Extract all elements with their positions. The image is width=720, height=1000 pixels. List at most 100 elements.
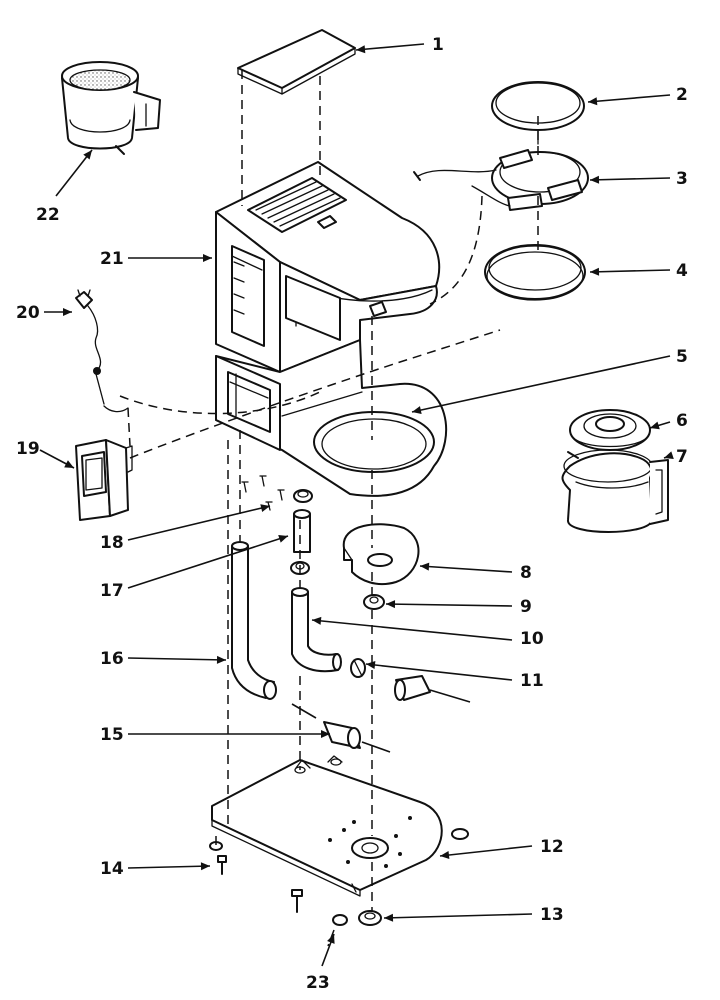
- part-top-lid: [237, 29, 356, 95]
- callout-2: 2: [587, 85, 688, 106]
- callout-1: 1: [355, 35, 444, 55]
- part-carafe: [561, 449, 669, 533]
- callout-arrowhead-9: [386, 600, 396, 609]
- callout-18: 18: [100, 504, 271, 553]
- callout-number-8: 8: [520, 563, 532, 583]
- callout-number-2: 2: [676, 85, 688, 105]
- callout-arrowhead-15: [321, 730, 330, 738]
- callout-arrowhead-14: [200, 862, 210, 871]
- callout-leader-8: [419, 565, 513, 573]
- callout-arrowhead-22: [83, 150, 92, 160]
- part-heater-shield: [342, 523, 420, 586]
- callout-arrowhead-12: [440, 851, 450, 860]
- callout-arrowhead-19: [64, 460, 74, 468]
- callout-arrowhead-6: [650, 421, 660, 430]
- part-elbow-tube: [291, 587, 342, 673]
- part-hose-clamp: [350, 658, 471, 703]
- callout-11: 11: [365, 661, 544, 691]
- callout-arrowhead-3: [590, 175, 600, 184]
- callout-leader-13: [383, 913, 533, 919]
- callout-arrowhead-16: [216, 655, 226, 664]
- part-hot-plate: [484, 244, 586, 301]
- callout-12: 12: [439, 837, 564, 860]
- callout-number-14: 14: [100, 859, 124, 879]
- part-filter-basket: [61, 61, 161, 155]
- callout-arrowhead-17: [278, 534, 288, 543]
- callout-leader-5: [411, 355, 671, 413]
- callout-number-4: 4: [676, 261, 688, 281]
- callout-10: 10: [311, 616, 544, 649]
- callout-22: 22: [36, 149, 93, 225]
- callout-number-22: 22: [36, 205, 60, 225]
- callout-19: 19: [16, 439, 75, 469]
- callout-leader-2: [587, 94, 671, 103]
- callout-14: 14: [100, 859, 211, 879]
- assembly-lines: [119, 70, 539, 947]
- callout-leader-16: [127, 657, 227, 661]
- callout-number-5: 5: [676, 347, 688, 367]
- callout-5: 5: [411, 347, 688, 414]
- part-base-plate: [211, 755, 469, 897]
- callout-4: 4: [589, 261, 688, 281]
- part-upper-housing: [215, 161, 440, 373]
- callout-15: 15: [100, 725, 330, 745]
- callout-arrowhead-18: [260, 504, 270, 512]
- callout-9: 9: [385, 597, 532, 617]
- part-short-hose: [291, 703, 391, 753]
- callout-leader-1: [355, 43, 425, 51]
- callout-arrowhead-20: [63, 308, 72, 316]
- callout-arrowhead-21: [203, 254, 212, 262]
- callout-13: 13: [383, 905, 564, 925]
- callout-number-9: 9: [520, 597, 532, 617]
- callout-number-3: 3: [676, 169, 688, 189]
- callout-arrowhead-2: [588, 97, 598, 106]
- callout-arrowhead-1: [356, 45, 366, 54]
- callout-arrowhead-10: [312, 616, 322, 625]
- callout-number-17: 17: [100, 581, 124, 601]
- part-switch-box: [75, 439, 133, 521]
- callout-arrowhead-13: [384, 913, 394, 922]
- callout-arrowhead-7: [664, 451, 674, 459]
- callout-8: 8: [419, 562, 532, 583]
- part-long-tube: [231, 541, 277, 700]
- callout-7: 7: [663, 447, 688, 467]
- callout-21: 21: [100, 249, 212, 269]
- callout-number-16: 16: [100, 649, 124, 669]
- part-foot: [358, 910, 382, 926]
- part-gasket-ring: [491, 81, 585, 145]
- part-washer: [332, 914, 348, 926]
- callout-leader-11: [365, 663, 513, 681]
- callout-number-6: 6: [676, 411, 688, 431]
- part-base-housing: [215, 339, 448, 497]
- callout-number-20: 20: [16, 303, 40, 323]
- callout-leader-22: [55, 149, 93, 197]
- callout-arrowhead-11: [366, 661, 376, 669]
- callout-leader-10: [311, 619, 513, 641]
- callout-number-18: 18: [100, 533, 124, 553]
- callout-23: 23: [306, 933, 335, 993]
- callout-leader-14: [127, 865, 211, 869]
- callout-arrowhead-23: [327, 934, 335, 944]
- callout-arrowhead-5: [412, 406, 422, 414]
- callout-leader-12: [439, 845, 533, 857]
- callout-number-12: 12: [540, 837, 564, 857]
- callout-number-21: 21: [100, 249, 124, 269]
- part-screws: [241, 475, 313, 511]
- callout-leader-18: [127, 505, 271, 541]
- callout-number-7: 7: [676, 447, 688, 467]
- callout-number-15: 15: [100, 725, 124, 745]
- part-heating-element: [413, 149, 589, 211]
- part-nut: [363, 594, 385, 610]
- callout-3: 3: [589, 169, 688, 189]
- callout-6: 6: [649, 411, 688, 431]
- callout-arrowhead-4: [590, 267, 600, 276]
- callout-leader-9: [385, 603, 513, 607]
- callout-number-13: 13: [540, 905, 564, 925]
- callout-number-1: 1: [432, 35, 444, 55]
- callout-number-10: 10: [520, 629, 544, 649]
- callout-leader-3: [589, 177, 671, 181]
- callout-17: 17: [100, 534, 289, 601]
- callout-16: 16: [100, 649, 227, 669]
- callout-20: 20: [16, 303, 72, 323]
